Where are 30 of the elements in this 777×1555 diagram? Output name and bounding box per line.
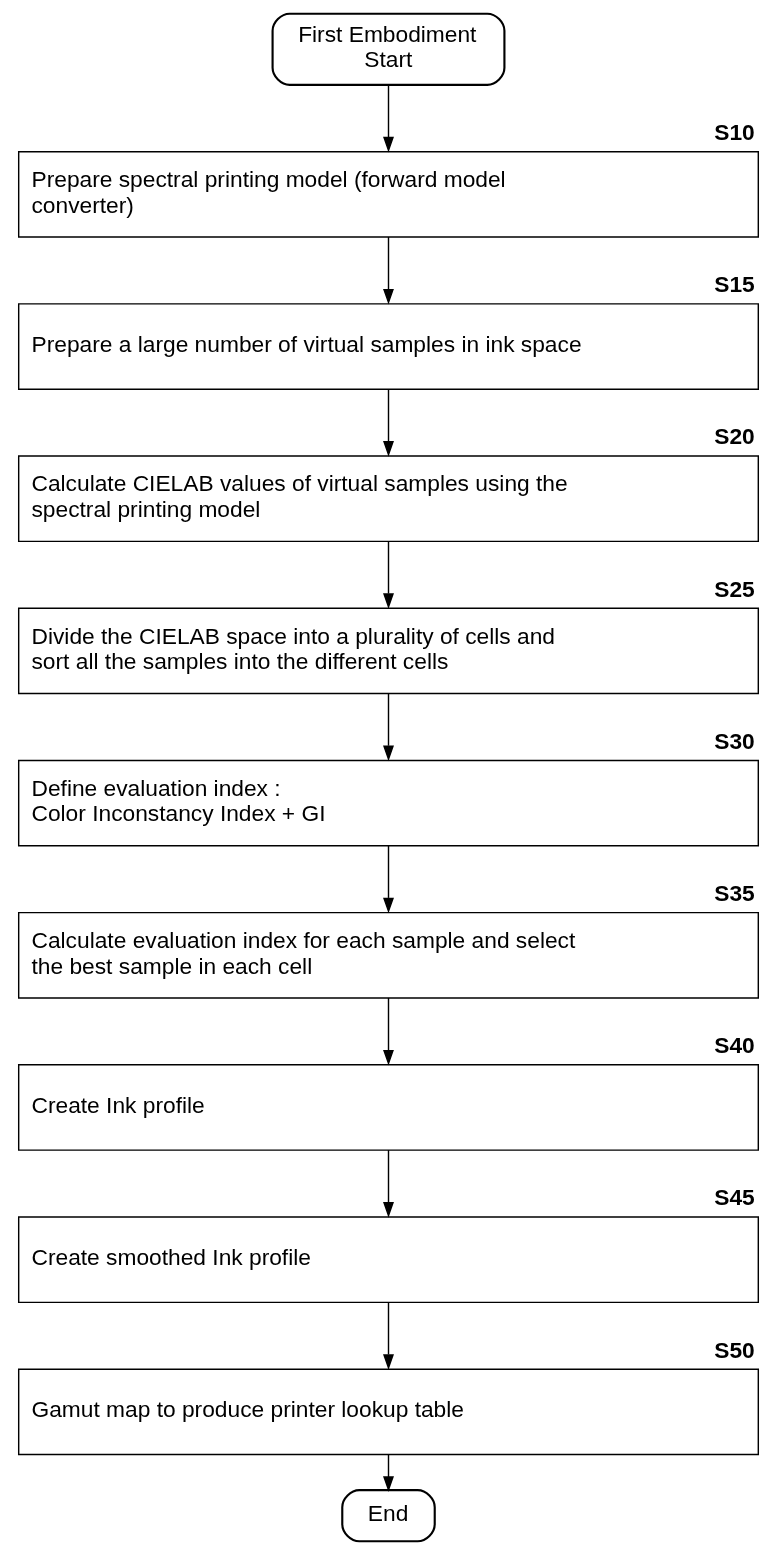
node-label: S30 — [714, 727, 755, 754]
arrow — [383, 1301, 394, 1370]
arrow — [383, 1453, 394, 1492]
node-box: Divide the CIELAB space into a plurality of cells and sort all the samples into the different cells — [18, 607, 759, 695]
arrow — [383, 692, 394, 762]
node-label: S45 — [714, 1184, 755, 1211]
node-label: S15 — [714, 271, 755, 298]
arrow — [383, 540, 394, 609]
arrow — [383, 388, 394, 457]
arrow — [383, 845, 394, 914]
node-box: Define evaluation index : Color Inconstancy Index + GI — [18, 759, 759, 847]
node-box: Prepare a large number of virtual samples in ink space — [18, 303, 759, 390]
node-box: Calculate evaluation index for each sample and select the best sample in each cell — [18, 911, 759, 999]
node-box: Gamut map to produce printer lookup table — [18, 1368, 759, 1456]
arrow — [383, 84, 394, 153]
node-box: First Embodiment Start — [271, 12, 506, 86]
node-label: S20 — [714, 423, 755, 450]
arrow — [383, 1149, 394, 1218]
node-label: S40 — [714, 1032, 755, 1059]
node-box: Create smoothed Ink profile — [18, 1216, 759, 1304]
node-box: Create Ink profile — [18, 1064, 759, 1151]
node-label: S50 — [714, 1336, 755, 1363]
node-box: Calculate CIELAB values of virtual samples using the spectral printing model — [18, 455, 759, 543]
node-label: S10 — [714, 119, 755, 145]
node-box: Prepare spectral printing model (forward model converter) — [18, 150, 759, 238]
arrow — [383, 997, 394, 1066]
arrow — [383, 236, 394, 305]
node-box: End — [341, 1489, 436, 1543]
node-label: S25 — [714, 575, 755, 602]
node-label: S35 — [714, 879, 755, 906]
